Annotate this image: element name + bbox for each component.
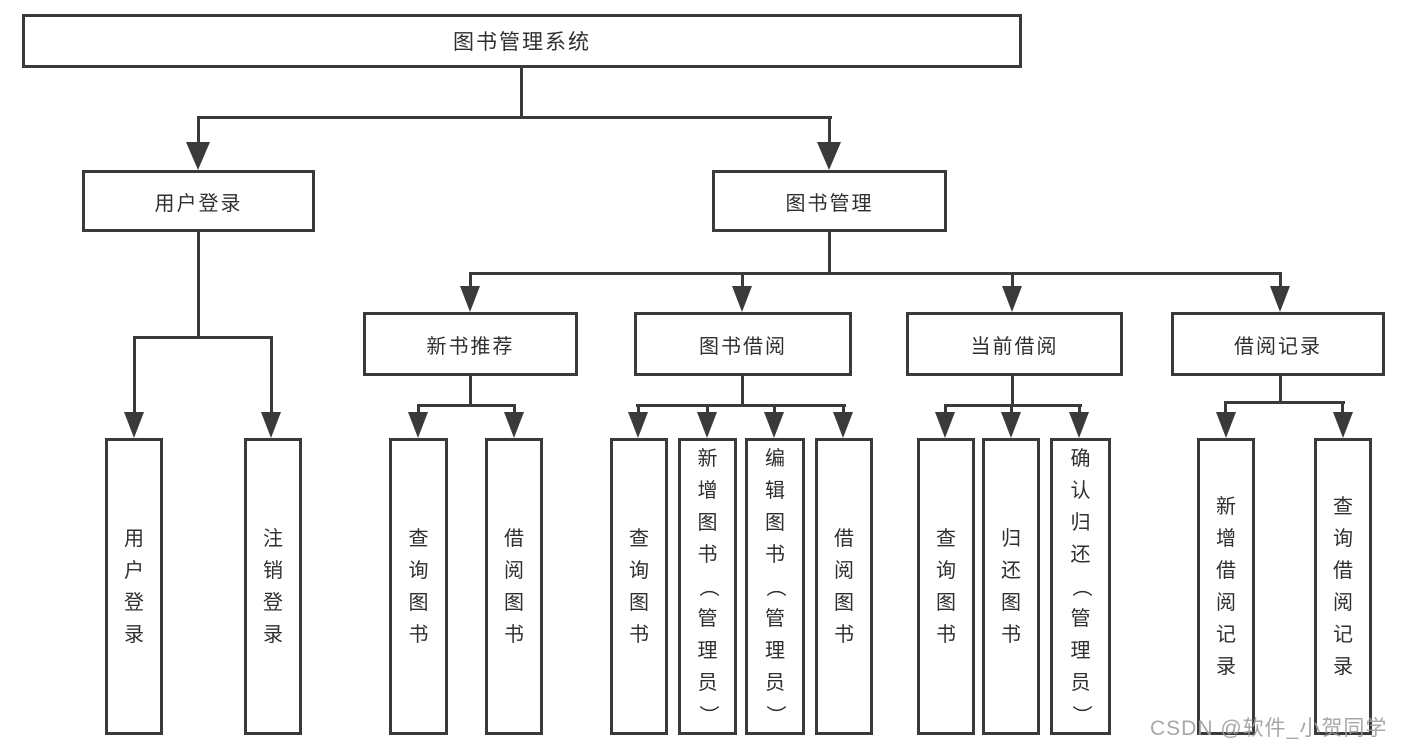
node-borrow-books: 借阅图书: [815, 438, 873, 735]
node-borrow-books-recommend: 借阅图书: [485, 438, 543, 735]
connector-stem: [1279, 272, 1282, 288]
connector-stem: [469, 272, 472, 288]
node-add-borrow-record: 新增借阅记录: [1197, 438, 1255, 735]
node-label: 图书管理系统: [453, 31, 591, 54]
connector-borrowing-bus: [636, 404, 846, 407]
node-current-borrowing: 当前借阅: [906, 312, 1123, 376]
arrowhead-book-borrowing: [732, 286, 752, 312]
arrowhead-add-book: [697, 412, 717, 438]
connector-current-trunk: [1011, 376, 1014, 407]
connector-stem: [513, 404, 516, 414]
connector-newbook-trunk: [469, 376, 472, 407]
node-label: 注销登录: [263, 527, 283, 646]
arrowhead-query-books: [935, 412, 955, 438]
connector-stem: [1011, 272, 1014, 288]
connector-stem: [842, 404, 845, 414]
node-label: 借阅图书: [834, 527, 854, 646]
connector-level3-bus: [469, 272, 1282, 275]
arrowhead-query-books: [408, 412, 428, 438]
connector-root-trunk: [520, 68, 523, 119]
connector-stem: [706, 404, 709, 414]
connector-stem: [741, 272, 744, 288]
connector-stem: [1341, 401, 1344, 414]
node-edit-book-admin: 编辑图书（管理员）: [745, 438, 805, 735]
connector-borrowing-trunk: [741, 376, 744, 407]
node-label: 借阅图书: [504, 527, 524, 646]
connector-records-trunk: [1279, 376, 1282, 404]
node-label: 用户登录: [154, 192, 243, 215]
connector-stem: [637, 404, 640, 414]
node-query-borrow-record: 查询借阅记录: [1314, 438, 1372, 735]
connector-userlogin-trunk: [197, 232, 200, 338]
connector-stem: [1224, 401, 1227, 414]
arrowhead-query-record: [1333, 412, 1353, 438]
connector-stem: [1078, 404, 1081, 414]
connector-stem: [417, 404, 420, 414]
connector-stem: [1010, 404, 1013, 414]
node-logout: 注销登录: [244, 438, 302, 735]
node-return-books: 归还图书: [982, 438, 1040, 735]
node-label: 查询图书: [936, 527, 956, 646]
node-query-books-recommend: 查询图书: [389, 438, 448, 735]
node-book-management: 图书管理: [712, 170, 947, 232]
arrowhead-book-management: [817, 142, 841, 170]
node-label: 查询图书: [408, 527, 429, 646]
node-label: 新增图书（管理员）: [696, 447, 719, 725]
connector-level2-bus: [197, 116, 832, 119]
node-label: 新增借阅记录: [1216, 495, 1236, 678]
node-user-login-leaf: 用户登录: [105, 438, 163, 735]
connector-current-bus: [944, 404, 1082, 407]
node-query-books-current: 查询图书: [917, 438, 975, 735]
arrowhead-confirm-return: [1069, 412, 1089, 438]
node-label: 确认归还（管理员）: [1069, 447, 1092, 725]
node-label: 当前借阅: [970, 335, 1059, 358]
connector-records-bus: [1224, 401, 1345, 404]
node-confirm-return-admin: 确认归还（管理员）: [1050, 438, 1111, 735]
connector-stem: [270, 336, 273, 414]
connector-newbook-bus: [417, 404, 516, 407]
node-label: 编辑图书（管理员）: [764, 447, 786, 725]
arrowhead-logout: [261, 412, 281, 438]
connector-stem: [828, 116, 831, 146]
arrowhead-borrowing-records: [1270, 286, 1290, 312]
node-book-borrowing: 图书借阅: [634, 312, 852, 376]
node-query-books-borrow: 查询图书: [610, 438, 668, 735]
connector-userlogin-bus: [133, 336, 273, 339]
arrowhead-current-borrowing: [1002, 286, 1022, 312]
arrowhead-user-login-leaf: [124, 412, 144, 438]
node-label: 图书借阅: [699, 335, 787, 358]
node-borrowing-records: 借阅记录: [1171, 312, 1385, 376]
node-library-management-system: 图书管理系统: [22, 14, 1022, 68]
node-add-book-admin: 新增图书（管理员）: [678, 438, 737, 735]
arrowhead-add-record: [1216, 412, 1236, 438]
connector-stem: [133, 336, 136, 414]
arrowhead-edit-book: [764, 412, 784, 438]
connector-bookmgmt-trunk: [828, 232, 831, 275]
node-label: 借阅记录: [1234, 335, 1322, 358]
node-label: 图书管理: [785, 192, 874, 215]
node-label: 查询图书: [629, 527, 649, 646]
arrowhead-query-books: [628, 412, 648, 438]
watermark-text: CSDN @软件_小贺同学: [1150, 717, 1388, 740]
connector-stem: [197, 116, 200, 146]
node-label: 查询借阅记录: [1333, 495, 1353, 678]
node-new-book-recommendation: 新书推荐: [363, 312, 578, 376]
arrowhead-return-books: [1001, 412, 1021, 438]
node-label: 归还图书: [1001, 527, 1021, 646]
arrowhead-new-book: [460, 286, 480, 312]
node-label: 新书推荐: [426, 335, 515, 358]
arrowhead-user-login: [186, 142, 210, 170]
arrowhead-borrow-books: [504, 412, 524, 438]
connector-stem: [944, 404, 947, 414]
connector-stem: [773, 404, 776, 414]
node-user-login: 用户登录: [82, 170, 315, 232]
arrowhead-borrow-books: [833, 412, 853, 438]
node-label: 用户登录: [124, 527, 144, 646]
